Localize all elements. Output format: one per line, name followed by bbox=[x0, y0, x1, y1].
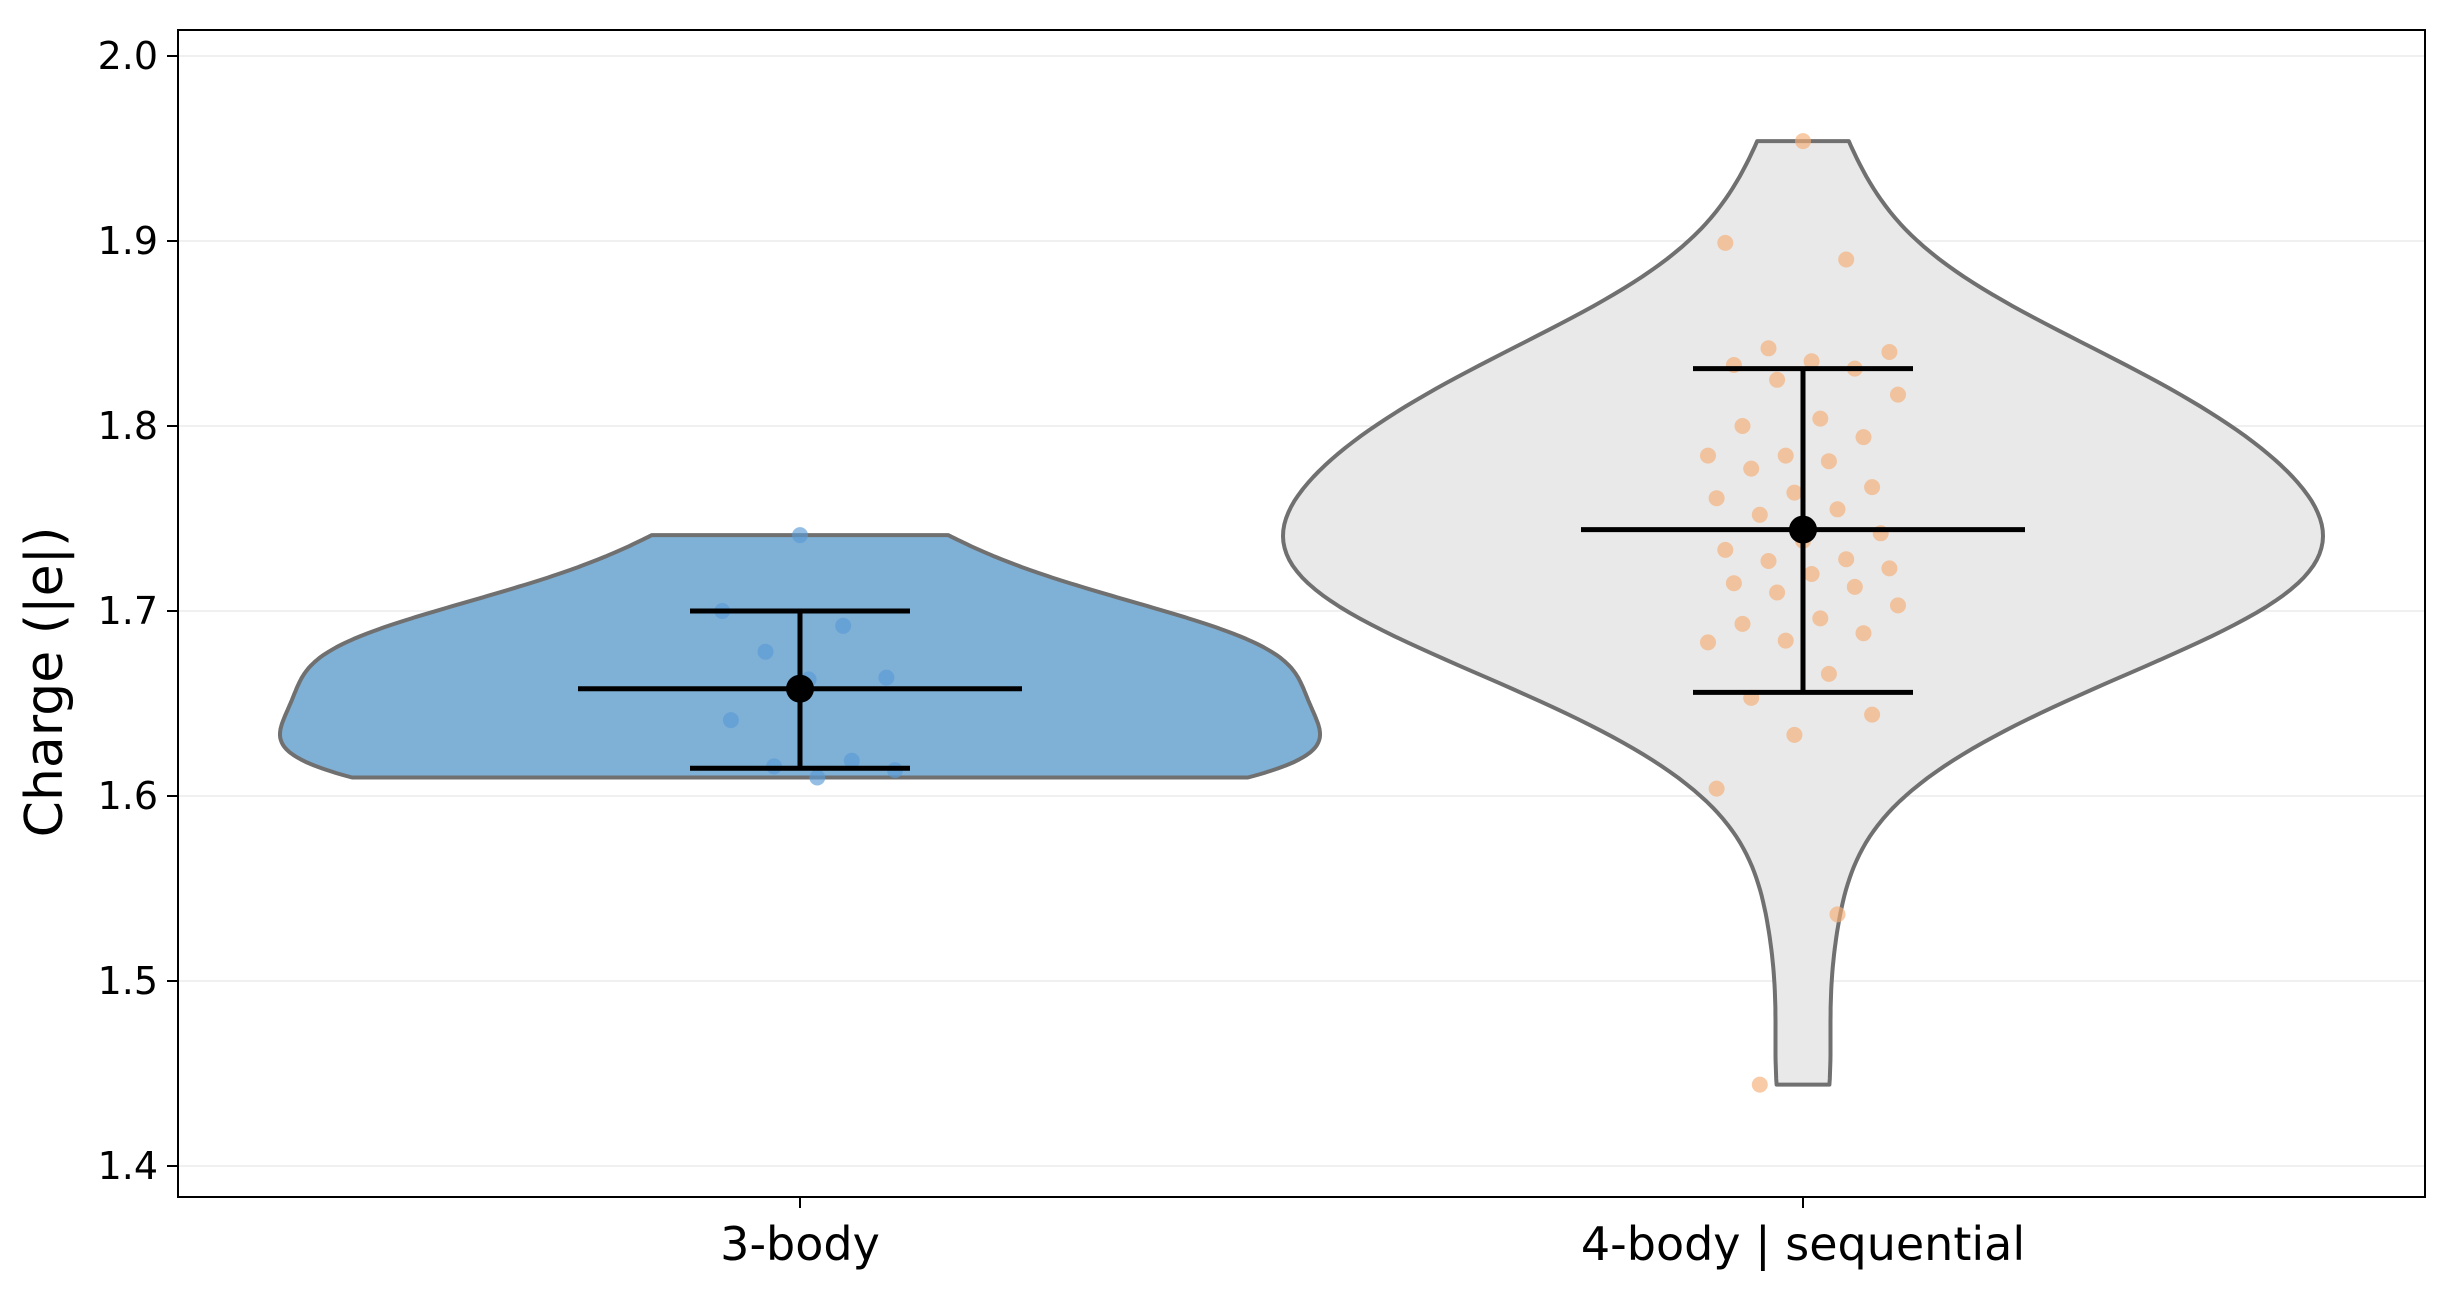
violins bbox=[278, 139, 2325, 1087]
y-tick-label: 1.7 bbox=[98, 589, 158, 633]
plot-frame bbox=[177, 29, 2426, 1198]
data-point bbox=[1717, 541, 1734, 558]
data-points bbox=[714, 133, 1906, 1093]
y-tick-label: 1.4 bbox=[98, 1144, 158, 1188]
data-point bbox=[1751, 506, 1768, 523]
data-point bbox=[1864, 479, 1881, 496]
y-tick-label: 1.9 bbox=[98, 219, 158, 263]
data-point bbox=[1725, 575, 1742, 592]
mean-marker bbox=[1789, 515, 1817, 544]
data-point bbox=[1700, 634, 1716, 651]
data-point bbox=[1820, 453, 1837, 470]
x-tick-label: 4-body | sequential bbox=[1581, 1217, 2025, 1272]
data-point bbox=[1829, 501, 1846, 518]
data-point bbox=[1700, 447, 1716, 464]
data-point bbox=[1855, 429, 1872, 446]
data-point bbox=[1864, 706, 1881, 723]
data-point bbox=[1820, 665, 1837, 682]
y-tick-label: 1.5 bbox=[98, 959, 158, 1003]
data-point bbox=[843, 752, 860, 769]
data-point bbox=[835, 617, 852, 634]
data-point bbox=[1855, 625, 1872, 642]
data-point bbox=[1786, 484, 1803, 501]
data-point bbox=[1786, 726, 1803, 743]
data-point bbox=[1751, 1076, 1768, 1093]
data-point bbox=[1881, 344, 1898, 360]
y-tick-label: 1.8 bbox=[98, 404, 158, 448]
data-point bbox=[1717, 234, 1734, 251]
data-point bbox=[1846, 578, 1863, 595]
data-point bbox=[1838, 251, 1855, 268]
y-tick-label: 1.6 bbox=[98, 774, 158, 818]
y-tick-label: 2.0 bbox=[98, 34, 158, 78]
data-point bbox=[1812, 610, 1829, 627]
data-point bbox=[722, 712, 739, 729]
data-point bbox=[1777, 632, 1794, 649]
data-point bbox=[1890, 597, 1906, 614]
data-point bbox=[1812, 410, 1829, 427]
data-point bbox=[1743, 460, 1760, 477]
data-point bbox=[1829, 906, 1846, 923]
mean-marker bbox=[786, 674, 814, 703]
data-point bbox=[1734, 615, 1751, 632]
data-point bbox=[1760, 553, 1777, 569]
data-point bbox=[1708, 780, 1725, 797]
data-point bbox=[1803, 566, 1820, 582]
data-point bbox=[1803, 353, 1820, 370]
data-point bbox=[792, 527, 808, 544]
y-axis-label: Charge (|e|) bbox=[15, 527, 75, 838]
error-bars bbox=[578, 366, 2025, 771]
x-tick-label: 3-body bbox=[720, 1217, 880, 1271]
data-point bbox=[1760, 340, 1777, 357]
data-point bbox=[1881, 560, 1898, 577]
data-point bbox=[757, 643, 774, 660]
data-point bbox=[809, 769, 826, 786]
data-point bbox=[1795, 133, 1811, 150]
data-point bbox=[1777, 447, 1794, 464]
data-point bbox=[1838, 551, 1855, 568]
data-point bbox=[1734, 418, 1751, 434]
axis-ticks: 1.4 1.5 1.6 1.7 1.8 1.9 2.0 3-body 4-body | sequ… bbox=[98, 34, 2026, 1272]
data-point bbox=[1708, 490, 1725, 507]
data-point bbox=[1890, 386, 1906, 403]
data-point bbox=[1769, 584, 1786, 601]
data-point bbox=[878, 669, 895, 686]
data-point bbox=[1769, 371, 1786, 388]
